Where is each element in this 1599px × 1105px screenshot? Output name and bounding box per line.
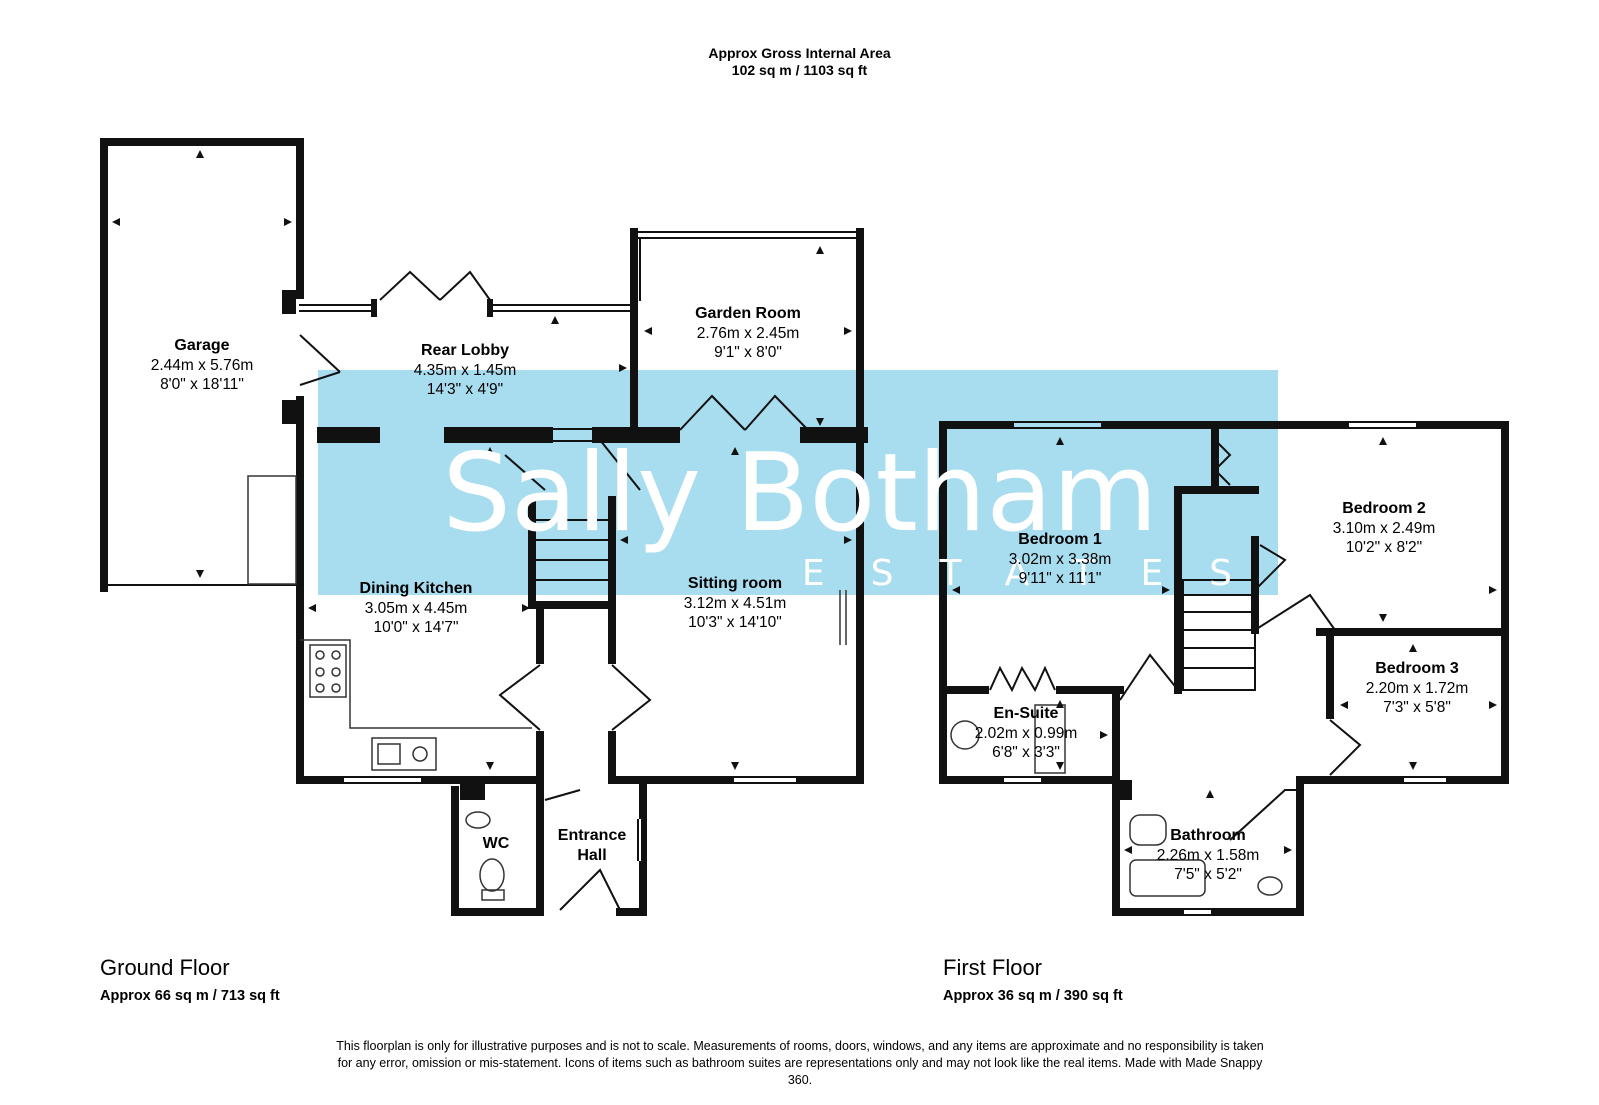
ground-stairs <box>532 519 612 581</box>
garden-room-name: Garden Room <box>695 305 801 322</box>
ensuite-imperial: 6'8" x 3'3" <box>992 744 1060 761</box>
sitting-room-name: Sitting room <box>688 575 782 592</box>
watermark-subtitle: ESTATES <box>802 553 1278 594</box>
bathroom-toilet-icon <box>1129 814 1167 846</box>
watermark-brand: Sally Botham <box>442 431 1157 556</box>
wc-basin-icon <box>465 811 491 829</box>
disclaimer: This floorplan is only for illustrative … <box>336 1039 1264 1087</box>
first-floor-area: Approx 36 sq m / 390 sq ft <box>943 988 1123 1004</box>
kitchen-fixtures <box>247 475 847 901</box>
first-floor-stairs <box>1182 579 1256 691</box>
hob-icon <box>309 644 347 698</box>
rear-lobby-name: Rear Lobby <box>421 342 509 359</box>
garage-name: Garage <box>174 337 229 354</box>
bedroom3-imperial: 7'3" x 5'8" <box>1383 699 1451 716</box>
watermark-band <box>318 370 1278 595</box>
wc-name: WC <box>483 835 510 852</box>
rear-lobby-imperial: 14'3" x 4'9" <box>427 381 503 398</box>
bedroom2-metric: 3.10m x 2.49m <box>1333 520 1436 537</box>
bedroom1-name: Bedroom 1 <box>1018 531 1102 548</box>
first-floor-title: First Floor <box>943 955 1042 980</box>
dining-kitchen-name: Dining Kitchen <box>360 580 473 597</box>
first-floor-walls <box>939 421 1509 916</box>
sink-icon <box>371 737 437 771</box>
bedroom2-imperial: 10'2" x 8'2" <box>1346 539 1422 556</box>
dimension-arrows <box>112 150 1497 854</box>
sitting-room-imperial: 10'3" x 14'10" <box>688 614 782 631</box>
ensuite-basin-icon <box>950 720 980 750</box>
bedroom3-name: Bedroom 3 <box>1375 660 1459 677</box>
garage-imperial: 8'0" x 18'11" <box>160 376 244 393</box>
ground-floor-area: Approx 66 sq m / 713 sq ft <box>100 988 280 1004</box>
rear-lobby-metric: 4.35m x 1.45m <box>414 362 517 379</box>
bath-icon <box>1129 859 1206 897</box>
bathroom-basin-icon <box>1257 876 1283 896</box>
gross-area-title: Approx Gross Internal Area <box>708 45 891 61</box>
ensuite-name: En-Suite <box>994 705 1059 722</box>
wc-toilet-icon <box>479 858 505 892</box>
entrance-hall-name-line2: Hall <box>577 847 606 864</box>
bathroom-name: Bathroom <box>1170 827 1246 844</box>
bathroom-imperial: 7'5" x 5'2" <box>1174 866 1242 883</box>
garden-room-imperial: 9'1" x 8'0" <box>714 344 782 361</box>
dining-kitchen-imperial: 10'0" x 14'7" <box>373 619 458 636</box>
bedroom2-name: Bedroom 2 <box>1342 500 1426 517</box>
bedroom3-metric: 2.20m x 1.72m <box>1366 680 1469 697</box>
sitting-room-metric: 3.12m x 4.51m <box>684 595 787 612</box>
bathroom-metric: 2.26m x 1.58m <box>1157 847 1260 864</box>
garage-metric: 2.44m x 5.76m <box>151 357 254 374</box>
gross-area-value: 102 sq m / 1103 sq ft <box>731 62 868 78</box>
ensuite-shower-icon <box>1034 704 1066 774</box>
ensuite-metric: 2.02m x 0.99m <box>975 725 1078 742</box>
dining-kitchen-metric: 3.05m x 4.45m <box>365 600 468 617</box>
garden-room-metric: 2.76m x 2.45m <box>697 325 800 342</box>
first-floor-doors <box>989 439 1362 841</box>
bedroom1-imperial: 9'11" x 11'1" <box>1019 570 1102 587</box>
entrance-hall-name-line1: Entrance <box>558 827 627 844</box>
first-floor-fixtures <box>950 704 1283 897</box>
ground-floor-walls <box>100 138 868 916</box>
ground-floor-doors <box>299 270 809 911</box>
bedroom1-metric: 3.02m x 3.38m <box>1009 551 1112 568</box>
ground-floor-title: Ground Floor <box>100 955 230 980</box>
